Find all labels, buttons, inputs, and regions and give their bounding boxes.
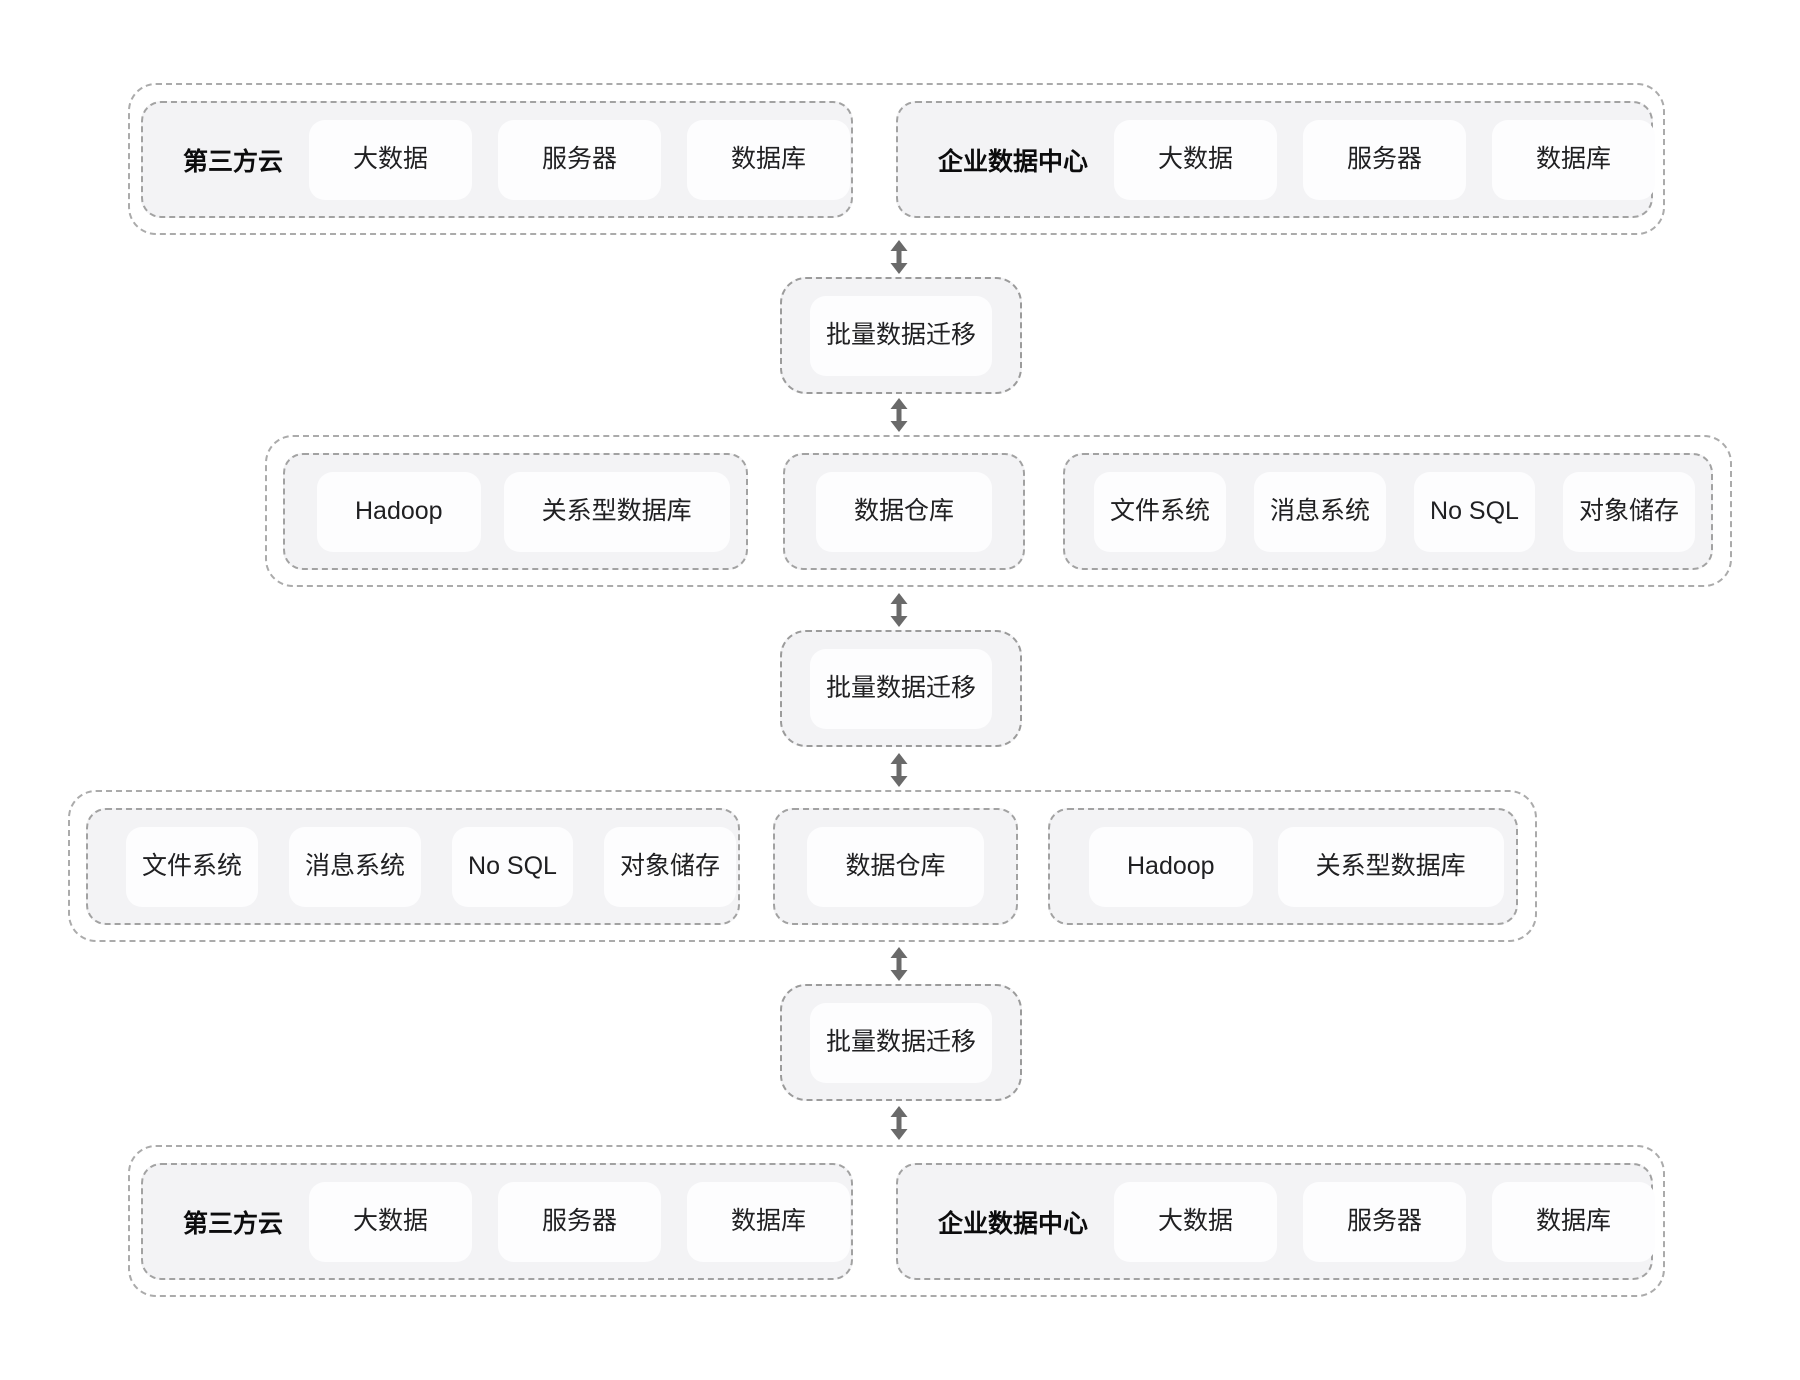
node-big-data: 大数据 — [309, 119, 473, 200]
upper-middle-row-container: Hadoop 关系型数据库 数据仓库 文件系统 消息系统 No SQL 对象储存 — [265, 435, 1732, 587]
node-server: 服务器 — [498, 1181, 662, 1262]
node-server: 服务器 — [1303, 1181, 1467, 1262]
data-warehouse-group: 数据仓库 — [773, 808, 1018, 925]
third-party-cloud-group: 第三方云 大数据 服务器 数据库 — [141, 1163, 853, 1280]
node-big-data: 大数据 — [1114, 119, 1278, 200]
node-database: 数据库 — [1492, 119, 1656, 200]
node-relational-db: 关系型数据库 — [503, 471, 730, 552]
lower-middle-row-container: 文件系统 消息系统 No SQL 对象储存 数据仓库 Hadoop 关系型数据库 — [68, 790, 1537, 942]
node-message-system: 消息系统 — [289, 826, 422, 907]
top-cloud-row-container: 第三方云 大数据 服务器 数据库 企业数据中心 大数据 服务器 数据库 — [128, 83, 1665, 235]
enterprise-data-center-group: 企业数据中心 大数据 服务器 数据库 — [896, 101, 1656, 218]
node-batch-migration: 批量数据迁移 — [809, 648, 992, 729]
node-hadoop: Hadoop — [1089, 826, 1253, 907]
node-hadoop: Hadoop — [317, 471, 481, 552]
node-nosql: No SQL — [1414, 471, 1535, 552]
group-label: 企业数据中心 — [938, 147, 1089, 176]
node-batch-migration: 批量数据迁移 — [809, 1002, 992, 1083]
batch-migration-node-3: 批量数据迁移 — [780, 984, 1022, 1101]
node-database: 数据库 — [687, 119, 851, 200]
batch-migration-node-1: 批量数据迁移 — [780, 277, 1022, 394]
node-file-system: 文件系统 — [126, 826, 259, 907]
vertical-double-arrow-icon — [890, 593, 908, 627]
vertical-double-arrow-icon — [890, 398, 908, 432]
node-server: 服务器 — [1303, 119, 1467, 200]
node-database: 数据库 — [1492, 1181, 1656, 1262]
node-relational-db: 关系型数据库 — [1277, 826, 1504, 907]
enterprise-data-center-group: 企业数据中心 大数据 服务器 数据库 — [896, 1163, 1656, 1280]
vertical-double-arrow-icon — [890, 947, 908, 981]
group-label: 第三方云 — [183, 1209, 284, 1238]
node-batch-migration: 批量数据迁移 — [809, 295, 992, 376]
bottom-cloud-row-container: 第三方云 大数据 服务器 数据库 企业数据中心 大数据 服务器 数据库 — [128, 1145, 1665, 1297]
node-file-system: 文件系统 — [1094, 471, 1227, 552]
vertical-double-arrow-icon — [890, 753, 908, 787]
hadoop-rdb-group: Hadoop 关系型数据库 — [283, 453, 748, 570]
vertical-double-arrow-icon — [890, 1106, 908, 1140]
node-message-system: 消息系统 — [1254, 471, 1387, 552]
data-warehouse-group: 数据仓库 — [783, 453, 1025, 570]
node-data-warehouse: 数据仓库 — [815, 471, 992, 552]
node-nosql: No SQL — [452, 826, 573, 907]
storage-systems-group: 文件系统 消息系统 No SQL 对象储存 — [1063, 453, 1713, 570]
node-big-data: 大数据 — [309, 1181, 473, 1262]
storage-systems-group: 文件系统 消息系统 No SQL 对象储存 — [86, 808, 740, 925]
node-data-warehouse: 数据仓库 — [807, 826, 984, 907]
third-party-cloud-group: 第三方云 大数据 服务器 数据库 — [141, 101, 853, 218]
batch-migration-node-2: 批量数据迁移 — [780, 630, 1022, 747]
node-database: 数据库 — [687, 1181, 851, 1262]
node-server: 服务器 — [498, 119, 662, 200]
hadoop-rdb-group: Hadoop 关系型数据库 — [1048, 808, 1518, 925]
group-label: 企业数据中心 — [938, 1209, 1089, 1238]
group-label: 第三方云 — [183, 147, 284, 176]
node-object-storage: 对象储存 — [1562, 471, 1695, 552]
vertical-double-arrow-icon — [890, 240, 908, 274]
node-big-data: 大数据 — [1114, 1181, 1278, 1262]
node-object-storage: 对象储存 — [603, 826, 736, 907]
